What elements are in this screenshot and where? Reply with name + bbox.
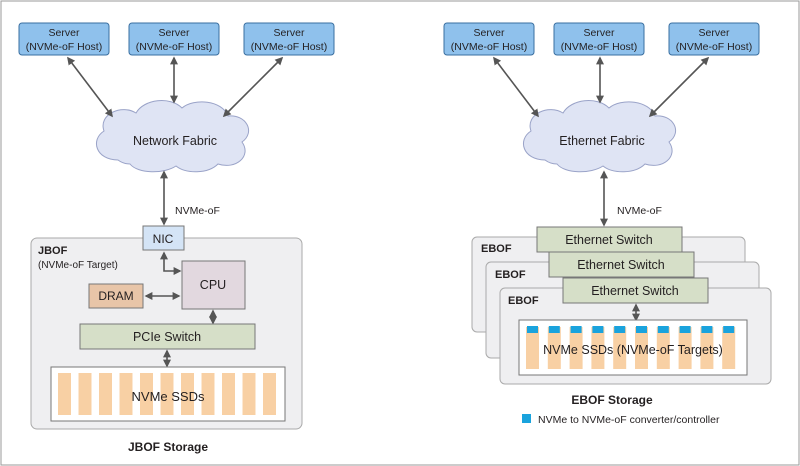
converter-chip xyxy=(679,326,691,333)
server-sublabel: (NVMe-oF Host) xyxy=(136,41,212,53)
ssd-bar xyxy=(263,373,276,415)
ssd-label: NVMe SSDs xyxy=(132,389,205,404)
jbof-subtitle: (NVMe-oF Target) xyxy=(38,260,118,271)
ssd-bar xyxy=(700,327,714,369)
server-box: Server (NVMe-oF Host) xyxy=(443,22,535,56)
server-fabric-arrow xyxy=(648,56,710,118)
server-fabric-arrow xyxy=(222,56,284,118)
converter-legend-label: NVMe to NVMe-oF converter/controller xyxy=(538,414,720,426)
ssd-bar xyxy=(201,373,215,415)
ebof-ssd-bars xyxy=(526,326,736,369)
dram-label: DRAM xyxy=(98,289,133,303)
server-label: Server xyxy=(49,27,80,39)
ebof-ssd-label: NVMe SSDs (NVMe-oF Targets) xyxy=(543,343,723,357)
server-box: Server (NVMe-oF Host) xyxy=(18,22,110,56)
nic-box xyxy=(142,225,185,251)
ssd-bar xyxy=(242,373,256,415)
ssd-bar xyxy=(722,327,736,369)
server-label: Server xyxy=(159,27,190,39)
server-sublabel: (NVMe-oF Host) xyxy=(676,41,752,53)
server-fabric-arrow xyxy=(67,56,113,118)
server-sublabel: (NVMe-oF Host) xyxy=(26,41,102,53)
ssd-bar xyxy=(569,327,583,369)
dram-box xyxy=(88,283,144,309)
server-box: Server (NVMe-oF Host) xyxy=(668,22,760,56)
ebof-label: EBOF xyxy=(495,269,526,281)
server-sublabel: (NVMe-oF Host) xyxy=(251,41,327,53)
ethernet-switch-box xyxy=(548,251,695,278)
ssd-bar xyxy=(222,373,235,415)
network-fabric-cloud: Network Fabric xyxy=(95,100,249,173)
converter-chip xyxy=(614,326,626,333)
ethernet-switch-label: Ethernet Switch xyxy=(591,284,679,298)
ssd-bar xyxy=(678,327,692,369)
ssd-bar xyxy=(58,373,71,415)
nvmeof-link-label: NVMe-oF xyxy=(617,205,662,217)
server-box: Server (NVMe-oF Host) xyxy=(128,22,220,56)
server-fabric-arrow xyxy=(493,56,539,118)
ssd-bar xyxy=(613,327,627,369)
nic-cpu-arrow xyxy=(160,251,182,275)
server-label: Server xyxy=(274,27,305,39)
cpu-label: CPU xyxy=(200,278,226,292)
ssd-bar xyxy=(119,373,133,415)
converter-chip xyxy=(723,326,735,333)
nvmeof-link-label: NVMe-oF xyxy=(175,205,220,217)
converter-chip xyxy=(570,326,582,333)
ebof-label: EBOF xyxy=(481,243,512,255)
ethernet-switch-box xyxy=(562,277,709,304)
converter-chip xyxy=(657,326,669,333)
server-label: Server xyxy=(584,27,615,39)
ssd-bar xyxy=(526,327,539,369)
converter-legend-swatch xyxy=(522,414,531,423)
server-sublabel: (NVMe-oF Host) xyxy=(451,41,527,53)
ssd-bar xyxy=(160,373,174,415)
pcie-switch-label: PCIe Switch xyxy=(133,330,201,344)
nic-label: NIC xyxy=(153,232,174,246)
jbof-caption: JBOF Storage xyxy=(128,440,208,454)
jbof-title: JBOF xyxy=(38,245,68,257)
ethernet-switch-label: Ethernet Switch xyxy=(565,233,653,247)
ssd-bar xyxy=(78,373,92,415)
server-box: Server (NVMe-oF Host) xyxy=(243,22,335,56)
converter-chip xyxy=(636,326,647,333)
ebof-label: EBOF xyxy=(508,295,539,307)
server-sublabel: (NVMe-oF Host) xyxy=(561,41,637,53)
ssd-bar xyxy=(99,373,112,415)
server-label: Server xyxy=(474,27,505,39)
right-servers: Server (NVMe-oF Host) Server (NVMe-oF Ho… xyxy=(443,22,760,56)
converter-chip xyxy=(701,326,713,333)
ssd-bar xyxy=(140,373,153,415)
pcie-switch-box xyxy=(79,323,256,350)
ssd-bar xyxy=(635,327,648,369)
converter-chip xyxy=(592,326,604,333)
network-fabric-label: Network Fabric xyxy=(133,134,217,148)
ethernet-fabric-label: Ethernet Fabric xyxy=(559,134,644,148)
ssd-bars xyxy=(58,373,276,415)
converter-chip xyxy=(527,326,538,333)
ssd-bar xyxy=(547,327,561,369)
ebof-caption: EBOF Storage xyxy=(571,393,653,407)
ethernet-fabric-cloud: Ethernet Fabric xyxy=(522,100,676,173)
ethernet-switch-box xyxy=(536,226,683,253)
ssd-bar xyxy=(181,373,194,415)
server-box: Server (NVMe-oF Host) xyxy=(553,22,645,56)
cpu-box xyxy=(181,260,246,310)
converter-chip xyxy=(548,326,560,333)
server-label: Server xyxy=(699,27,730,39)
ethernet-switch-label: Ethernet Switch xyxy=(577,258,665,272)
left-servers: Server (NVMe-oF Host) Server (NVMe-oF Ho… xyxy=(18,22,335,56)
ssd-bar xyxy=(591,327,605,369)
ssd-bar xyxy=(656,327,670,369)
